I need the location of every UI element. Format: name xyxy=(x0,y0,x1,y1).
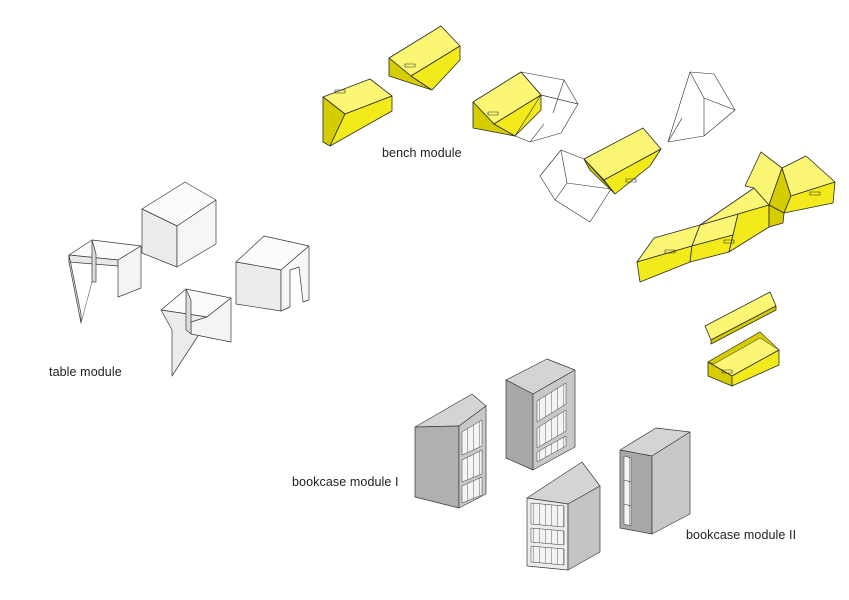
table-piece-d xyxy=(235,235,310,312)
bench-ghost-c xyxy=(514,71,579,143)
bench-piece-d xyxy=(583,127,662,195)
bench-piece-b xyxy=(388,25,461,91)
bench-module-group xyxy=(322,25,836,387)
table-piece-a xyxy=(68,239,142,324)
bookcase-piece-1b xyxy=(505,358,576,471)
bookcase-module-group xyxy=(414,358,691,571)
table-module-group xyxy=(68,181,310,377)
bookcase-module-1-label: bookcase module I xyxy=(292,475,399,489)
table-module-label: table module xyxy=(49,365,122,379)
table-piece-c xyxy=(160,288,232,377)
bench-assembled xyxy=(636,151,836,283)
bench-piece-a xyxy=(322,78,393,147)
bookcase-piece-1c xyxy=(526,461,601,571)
bookcase-piece-1a xyxy=(414,393,487,509)
bench-ghost-d xyxy=(539,149,612,223)
bench-open-box xyxy=(704,291,780,387)
bench-ghost-right xyxy=(667,71,736,143)
bookcase-piece-2 xyxy=(619,427,691,535)
table-piece-b xyxy=(141,181,217,268)
bookcase-module-2-label: bookcase module II xyxy=(686,528,797,542)
bench-module-label: bench module xyxy=(382,146,462,160)
bench-piece-c xyxy=(472,71,542,137)
